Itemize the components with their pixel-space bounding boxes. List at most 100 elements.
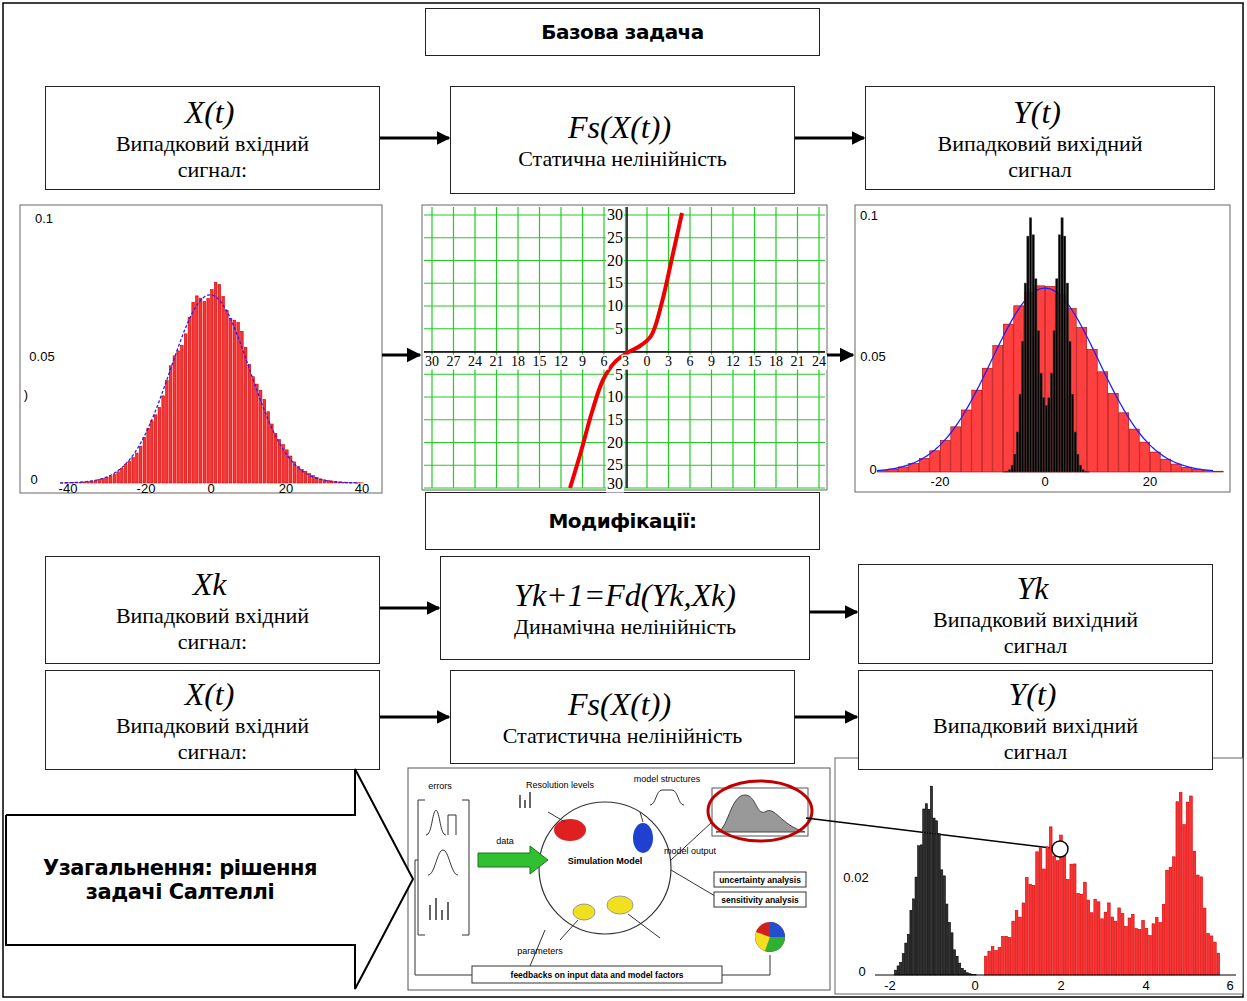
histogram-bar bbox=[1063, 853, 1066, 975]
grid-line bbox=[424, 465, 825, 466]
histogram-bar bbox=[1119, 413, 1129, 472]
axis-tick: 25 bbox=[606, 230, 624, 247]
histogram-bar bbox=[1032, 885, 1035, 975]
histogram-bar bbox=[1048, 398, 1050, 472]
box-text: Базова задача bbox=[541, 20, 704, 44]
histogram-bar bbox=[203, 302, 206, 483]
box-text: Узагальнення: рішення задачі Салтеллі bbox=[25, 856, 335, 904]
axis-tick: 15 bbox=[532, 355, 548, 370]
axis-tick: 18 bbox=[768, 355, 784, 370]
histogram-bar bbox=[1145, 928, 1148, 975]
histogram-bar bbox=[1210, 936, 1213, 975]
histogram-bar bbox=[1186, 802, 1189, 975]
histogram-bar bbox=[918, 846, 920, 975]
histogram-bar bbox=[972, 390, 982, 472]
histogram-bar bbox=[1132, 914, 1135, 975]
histogram bbox=[1003, 218, 1089, 472]
grid-line bbox=[424, 419, 825, 420]
figure-label: uncertainty analysis bbox=[719, 876, 801, 885]
histogram-bar bbox=[1094, 899, 1097, 975]
histogram-bar bbox=[1104, 912, 1107, 975]
histogram-bar bbox=[207, 299, 210, 483]
grid-line bbox=[424, 487, 825, 488]
axis-tick: 12 bbox=[725, 355, 741, 370]
flow-arrow bbox=[380, 716, 449, 719]
histogram-bar bbox=[109, 476, 112, 483]
histogram-bar bbox=[954, 950, 956, 975]
histogram-bar bbox=[1024, 283, 1026, 472]
histogram-bar bbox=[1190, 796, 1193, 975]
grid-line bbox=[603, 207, 604, 488]
process-box: XkВипадковий вхідний сигнал: bbox=[45, 556, 380, 664]
data-arrow bbox=[478, 846, 548, 874]
histogram-bar bbox=[964, 970, 966, 975]
histogram-bar bbox=[1035, 279, 1037, 472]
histogram-bar bbox=[1077, 893, 1080, 975]
histogram bbox=[61, 282, 364, 483]
histogram-bar bbox=[1135, 929, 1138, 975]
histogram-bar bbox=[1150, 452, 1160, 472]
grid-line bbox=[474, 207, 475, 488]
mini-distribution bbox=[426, 810, 456, 835]
histogram-bar bbox=[1108, 903, 1111, 975]
nonlinearity-curve bbox=[570, 213, 682, 488]
axis bbox=[626, 207, 628, 488]
axis-tick: 0.1 bbox=[860, 209, 878, 223]
axis-tick: 21 bbox=[489, 355, 505, 370]
process-box: YkВипадковий вихідний сигнал bbox=[858, 564, 1213, 664]
histogram-bar bbox=[1087, 900, 1090, 975]
histogram-bar bbox=[907, 934, 909, 975]
histogram-bar bbox=[923, 809, 925, 975]
axis-tick: 24 bbox=[467, 355, 483, 370]
histogram-bar bbox=[98, 480, 101, 483]
histogram-bar bbox=[252, 377, 255, 483]
histogram-bar bbox=[1090, 913, 1093, 975]
grid-line bbox=[539, 207, 540, 488]
axis-tick: 0 bbox=[207, 482, 214, 496]
histogram-bar bbox=[1070, 864, 1073, 975]
histogram-bar bbox=[912, 899, 914, 975]
box-text: Статистична нелінійність bbox=[503, 723, 743, 749]
histogram-bar bbox=[1058, 235, 1060, 472]
parameter-blob bbox=[573, 904, 595, 920]
axis-tick: 10 bbox=[606, 298, 624, 315]
axis-tick: 2 bbox=[1057, 979, 1064, 993]
signal-symbol: Y(t) bbox=[1009, 676, 1057, 713]
histogram-bar bbox=[1011, 465, 1013, 472]
grid-line bbox=[517, 207, 518, 488]
histogram-bar bbox=[1040, 373, 1042, 472]
grid-line bbox=[431, 207, 432, 488]
axis bbox=[875, 975, 1236, 976]
flow-arrow bbox=[795, 716, 857, 719]
grid-line bbox=[668, 207, 669, 488]
histogram-bar bbox=[1051, 373, 1053, 472]
histogram-bar bbox=[218, 285, 221, 483]
histogram-bar bbox=[1064, 236, 1066, 472]
histogram-bar bbox=[1039, 848, 1042, 975]
histogram-bar bbox=[1045, 406, 1047, 472]
grid-line bbox=[424, 260, 825, 261]
flow-arrow bbox=[827, 354, 853, 357]
histogram-bar bbox=[995, 950, 998, 975]
histogram-bar bbox=[1080, 894, 1083, 975]
histogram-bar bbox=[136, 453, 139, 483]
pie-chart bbox=[755, 922, 785, 952]
histogram-bar bbox=[106, 477, 109, 483]
histogram-bar bbox=[933, 818, 935, 975]
histogram-bar bbox=[1053, 331, 1055, 472]
axis-tick: 0 bbox=[971, 979, 978, 993]
histogram-bar bbox=[113, 474, 116, 483]
axis-tick: -20 bbox=[137, 482, 156, 496]
axis-tick: 21 bbox=[790, 355, 806, 370]
grid-line bbox=[424, 283, 825, 284]
outer-frame bbox=[3, 3, 1243, 997]
histogram-bar bbox=[192, 302, 195, 483]
grid-line bbox=[711, 207, 712, 488]
axis-tick: 4 bbox=[1142, 979, 1149, 993]
grid-line bbox=[775, 207, 776, 488]
mini-distribution bbox=[430, 898, 448, 920]
grid-line bbox=[754, 207, 755, 488]
histogram-bar bbox=[128, 461, 131, 483]
feedback-line bbox=[415, 860, 770, 975]
histogram-bar bbox=[1009, 470, 1011, 472]
